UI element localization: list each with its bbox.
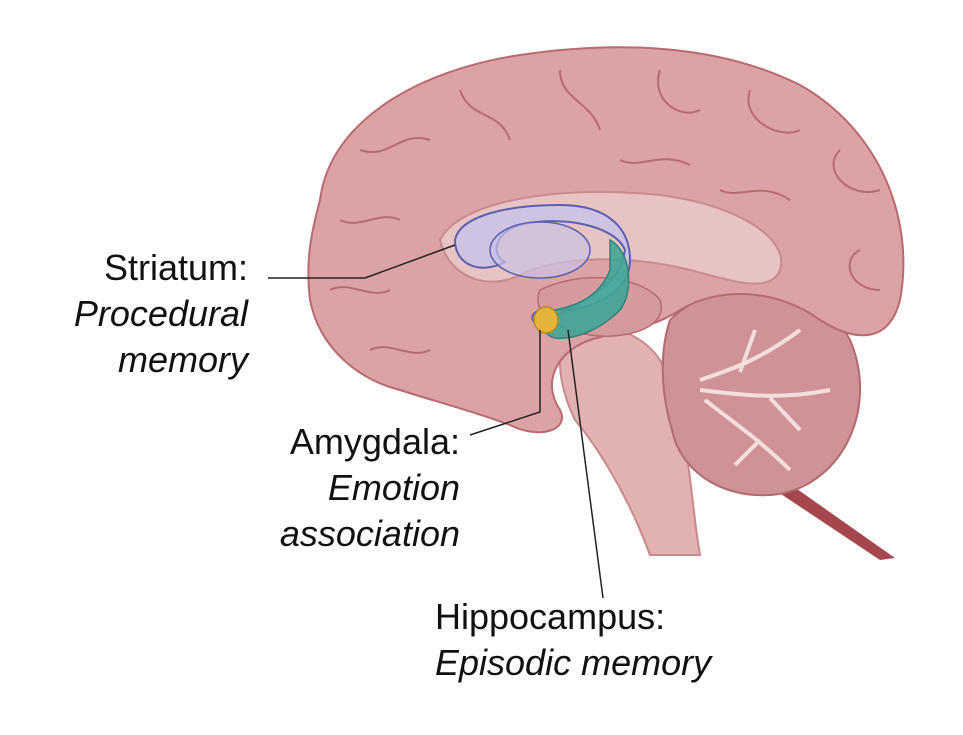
cerebellum-arbor-vitae [699, 328, 831, 472]
spinal-cord [760, 470, 895, 560]
amygdala-desc-2: association [279, 513, 460, 554]
striatum-desc-2: memory [117, 339, 248, 380]
striatum-leader-line [268, 244, 456, 279]
hippocampus-label: Hippocampus: Episodic memory [435, 594, 711, 686]
striatum-label: Striatum: Procedural memory [74, 245, 248, 383]
amygdala-leader-line [469, 330, 541, 436]
striatum-head [489, 221, 591, 279]
amygdala-desc-1: Emotion [327, 467, 460, 508]
striatum-title: Striatum: [103, 247, 248, 288]
hippocampus-desc: Episodic memory [435, 642, 712, 683]
amygdala-title: Amygdala: [289, 421, 460, 462]
hippocampus-leader-line [567, 329, 604, 599]
hippocampus [543, 238, 630, 339]
hippocampus-title: Hippocampus: [435, 596, 666, 637]
amygdala [533, 306, 559, 334]
gyri-sulci [329, 69, 881, 354]
striatum-desc-1: Procedural [73, 293, 248, 334]
amygdala-label: Amygdala: Emotion association [280, 419, 460, 557]
